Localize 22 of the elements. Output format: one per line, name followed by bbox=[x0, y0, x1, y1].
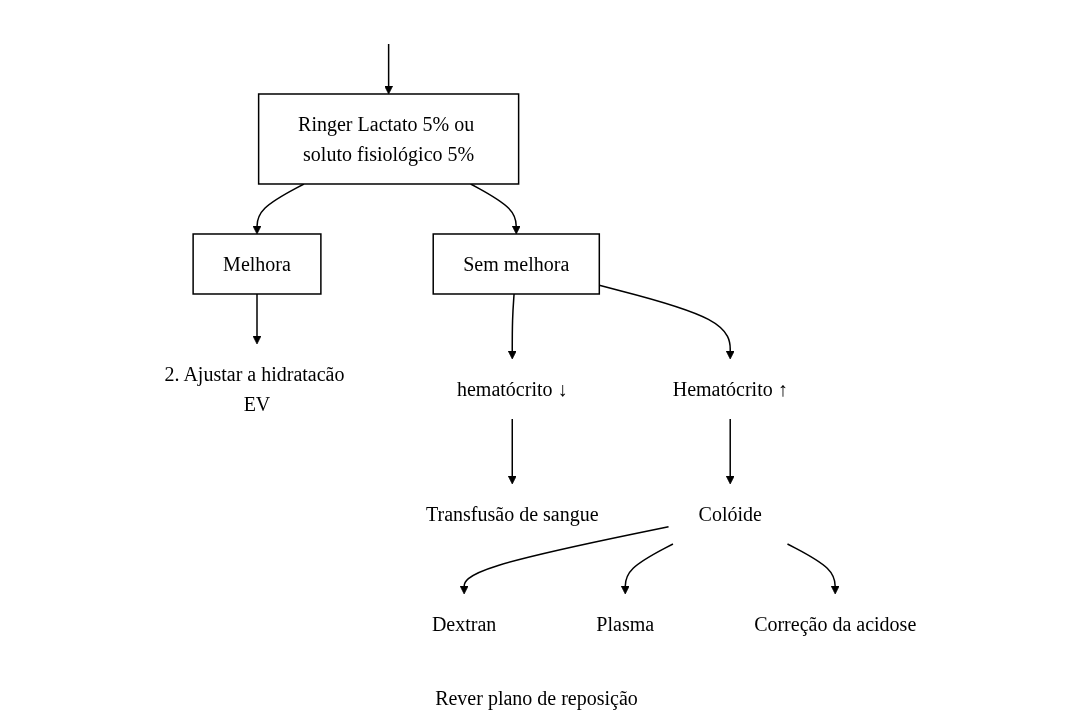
arrow bbox=[725, 417, 735, 484]
node-box: Ringer Lactato 5% ou soluto fisiológico 5% bbox=[257, 92, 520, 185]
arrow bbox=[459, 525, 670, 594]
node-text: Colóide bbox=[698, 502, 762, 525]
arrow bbox=[252, 182, 305, 234]
node-text: Plasma bbox=[596, 612, 654, 635]
node-box: Melhora bbox=[192, 232, 322, 295]
arrow bbox=[507, 417, 517, 484]
node-text: Dextran bbox=[431, 612, 497, 635]
node-text: 2. Ajustar a hidratacão EV bbox=[164, 362, 345, 415]
node-box: Sem melhora bbox=[432, 232, 600, 295]
arrow bbox=[252, 292, 262, 344]
arrow bbox=[469, 182, 521, 234]
note-text: Rever plano de reposição bbox=[435, 687, 638, 710]
node-text: Correção da acidose bbox=[753, 612, 917, 635]
arrow bbox=[507, 292, 517, 359]
arrow bbox=[786, 542, 840, 594]
node-text: hematócrito ↓ bbox=[456, 377, 568, 400]
arrow bbox=[384, 42, 393, 94]
arrow bbox=[620, 542, 674, 594]
node-text: Transfusão de sangue bbox=[425, 502, 599, 525]
node-text: Hematócrito ↑ bbox=[672, 377, 788, 400]
